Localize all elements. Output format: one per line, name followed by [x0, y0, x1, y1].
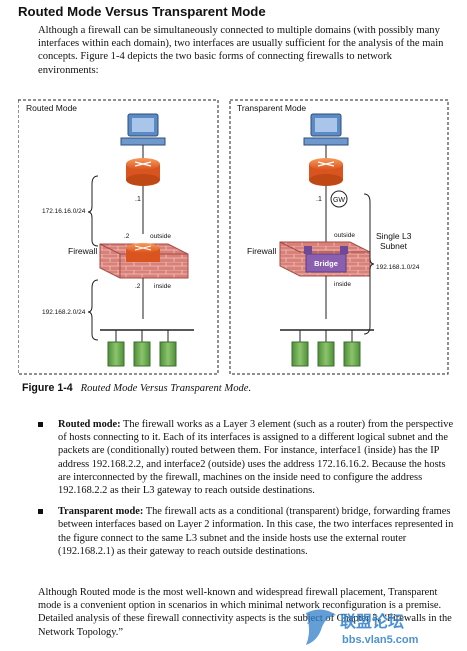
routed-mode-panel: Routed Mode .1 [18, 99, 219, 375]
bullet-text: The firewall works as a Layer 3 element … [58, 419, 454, 497]
pc-icon [303, 113, 349, 146]
router-icon [126, 158, 160, 186]
inside-label: inside [334, 281, 351, 288]
firewall-label: Firewall [247, 246, 276, 256]
bullet-text: The firewall acts as a conditional (tran… [58, 506, 454, 557]
bullet-marker [38, 422, 43, 427]
outside-label: outside [334, 232, 355, 239]
outside-label: outside [150, 233, 171, 240]
subnet-label: 192.168.1.0/24 [376, 264, 420, 271]
figure-caption: Figure 1-4 Routed Mode Versus Transparen… [22, 382, 251, 394]
caption-label: Figure 1-4 [22, 382, 73, 394]
inner-subnet-brace [87, 279, 99, 341]
host-icons [291, 330, 361, 367]
router-if-label: .1 [316, 196, 322, 203]
bullet-term: Routed mode: [58, 419, 121, 430]
subnet-word-label: Subnet [380, 241, 408, 251]
server-icon [317, 341, 335, 367]
section-heading: Routed Mode Versus Transparent Mode [18, 4, 266, 19]
watermark-logo: 联盟论坛 bbs.vlan5.com [306, 609, 419, 646]
server-icon [133, 341, 151, 367]
outside-if-label: .2 [124, 233, 130, 240]
inner-subnet-label: 192.168.2.0/24 [42, 309, 86, 316]
caption-text: Routed Mode Versus Transparent Mode. [80, 383, 252, 394]
firewall-icon [99, 243, 189, 279]
firewall-label: Firewall [68, 246, 97, 256]
server-icon [291, 341, 309, 367]
panel-title: Transparent Mode [237, 103, 306, 113]
bullet-list: Routed mode: The firewall works as a Lay… [38, 418, 458, 566]
inside-label: inside [154, 283, 171, 290]
watermark-brand: 联盟论坛 [340, 612, 404, 631]
gw-label: GW [333, 197, 345, 204]
panel-border [229, 99, 449, 375]
transparent-mode-panel: Transparent Mode .1 GW [229, 99, 449, 375]
pc-icon [120, 113, 166, 146]
bridge-icon [305, 253, 347, 273]
single-l3-label: Single L3 [376, 231, 412, 241]
server-icon [159, 341, 177, 367]
outer-subnet-brace [87, 175, 99, 247]
intro-paragraph: Although a firewall can be simultaneousl… [38, 25, 444, 76]
transparent-firewall-icon: Bridge [279, 241, 371, 277]
host-icons [107, 330, 177, 367]
panel-title: Routed Mode [26, 103, 77, 113]
router-icon [309, 158, 343, 186]
server-icon [343, 341, 361, 367]
gateway-marker [330, 190, 348, 208]
bullet-item-transparent: Transparent mode: The firewall acts as a… [38, 505, 458, 558]
outer-subnet-label: 172.16.16.0/24 [42, 208, 86, 215]
server-icon [107, 341, 125, 367]
closing-paragraph: Although Routed mode is the most well-kn… [38, 587, 452, 638]
watermark-url: bbs.vlan5.com [342, 634, 419, 646]
inside-if-label: .2 [135, 283, 141, 290]
figure-1-4: Routed Mode .1 [18, 99, 449, 375]
bullet-term: Transparent mode: [58, 506, 144, 518]
panel-border [18, 99, 219, 375]
bullet-item-routed: Routed mode: The firewall works as a Lay… [38, 418, 458, 497]
bridge-label: Bridge [314, 259, 338, 268]
bullet-marker [38, 509, 43, 515]
router-if-label: .1 [135, 196, 141, 203]
